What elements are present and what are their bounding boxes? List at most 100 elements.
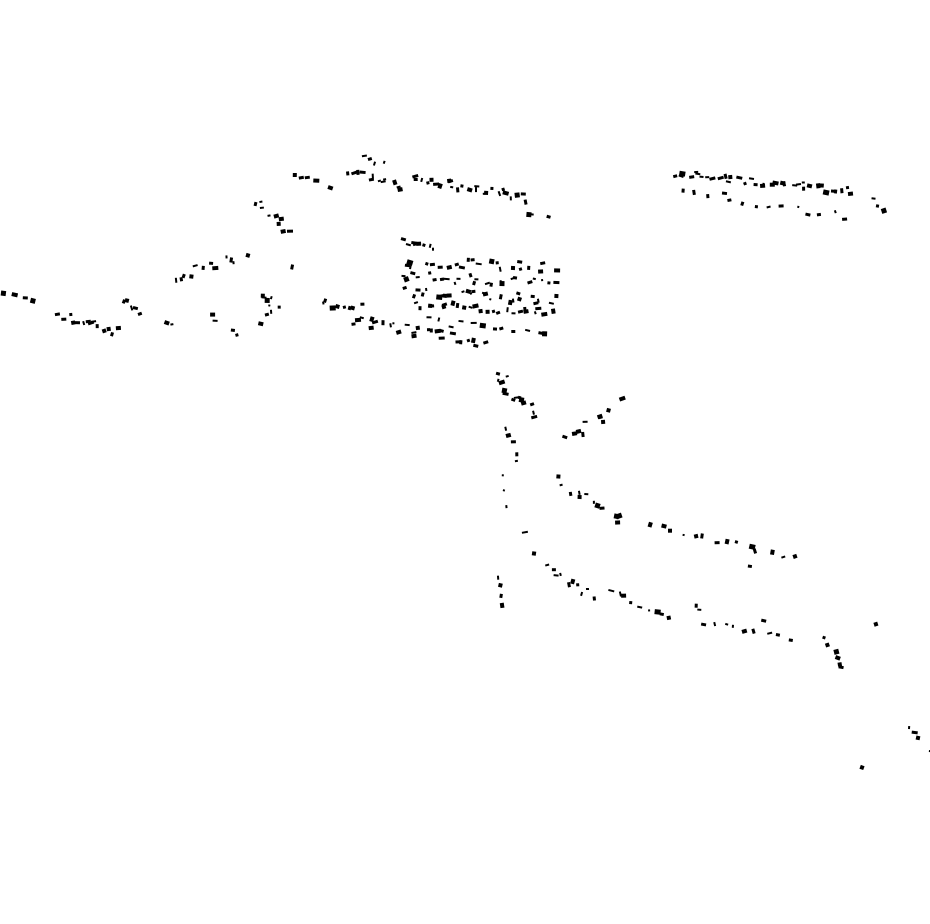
building (424, 287, 428, 292)
building (514, 459, 519, 463)
building (542, 331, 548, 337)
building (510, 397, 516, 402)
building (838, 665, 844, 670)
building (553, 280, 560, 285)
building (498, 266, 502, 272)
building (576, 583, 580, 587)
building (511, 298, 515, 303)
building (380, 180, 386, 184)
building (577, 494, 582, 500)
building (541, 311, 548, 317)
building (510, 440, 516, 444)
building (527, 265, 531, 270)
building (465, 288, 472, 295)
building (264, 297, 270, 303)
building (455, 302, 460, 309)
building (372, 161, 377, 166)
building (833, 189, 838, 194)
building (559, 572, 562, 577)
building (559, 483, 563, 487)
building (427, 271, 432, 275)
building (129, 305, 134, 311)
building (871, 197, 876, 200)
building (585, 587, 590, 591)
building (753, 182, 758, 187)
building (600, 419, 606, 425)
building (489, 282, 493, 287)
building (411, 174, 419, 179)
building (466, 257, 470, 262)
building (495, 310, 501, 315)
building (818, 183, 824, 188)
building (29, 297, 36, 304)
building (416, 241, 422, 246)
building (553, 574, 559, 577)
building (689, 175, 695, 179)
building (520, 192, 526, 196)
building (693, 533, 699, 539)
building (61, 317, 67, 321)
building (547, 281, 551, 285)
building (479, 322, 487, 329)
building (529, 402, 535, 407)
building (313, 178, 320, 183)
building (368, 325, 374, 331)
building (245, 252, 251, 258)
building (450, 300, 456, 307)
building (418, 306, 422, 311)
building (482, 340, 489, 345)
building (495, 371, 501, 376)
building (714, 541, 720, 545)
building (411, 293, 417, 299)
building (405, 243, 412, 247)
building (232, 261, 235, 265)
building (833, 209, 837, 214)
building (268, 304, 271, 307)
building (438, 336, 445, 340)
building (489, 298, 492, 301)
building (389, 323, 392, 328)
building (298, 175, 305, 180)
building (470, 258, 475, 262)
building (907, 726, 911, 730)
building (359, 170, 366, 175)
building (449, 331, 457, 336)
building (788, 638, 794, 642)
building (805, 212, 811, 217)
building (666, 615, 672, 621)
building (458, 265, 466, 270)
building (278, 216, 285, 222)
building (556, 474, 561, 479)
building (225, 255, 228, 259)
building (747, 564, 753, 569)
building (532, 410, 535, 415)
building (439, 328, 445, 333)
building (606, 407, 611, 413)
building (369, 316, 375, 323)
building (647, 521, 653, 528)
building (505, 374, 509, 378)
building (523, 199, 528, 205)
building (521, 530, 529, 534)
building (502, 190, 510, 196)
building (22, 296, 28, 300)
building (615, 512, 623, 520)
building (533, 301, 539, 306)
building (335, 304, 340, 309)
building (528, 213, 534, 216)
building (403, 276, 410, 283)
building (411, 333, 417, 339)
building (429, 177, 434, 182)
building (511, 329, 516, 334)
building (748, 543, 756, 550)
building (496, 378, 500, 382)
building (426, 181, 430, 185)
building (507, 299, 513, 306)
building (837, 662, 843, 667)
building (446, 293, 452, 298)
building (516, 260, 523, 264)
building (806, 183, 813, 189)
building (540, 278, 544, 282)
building (530, 414, 538, 420)
